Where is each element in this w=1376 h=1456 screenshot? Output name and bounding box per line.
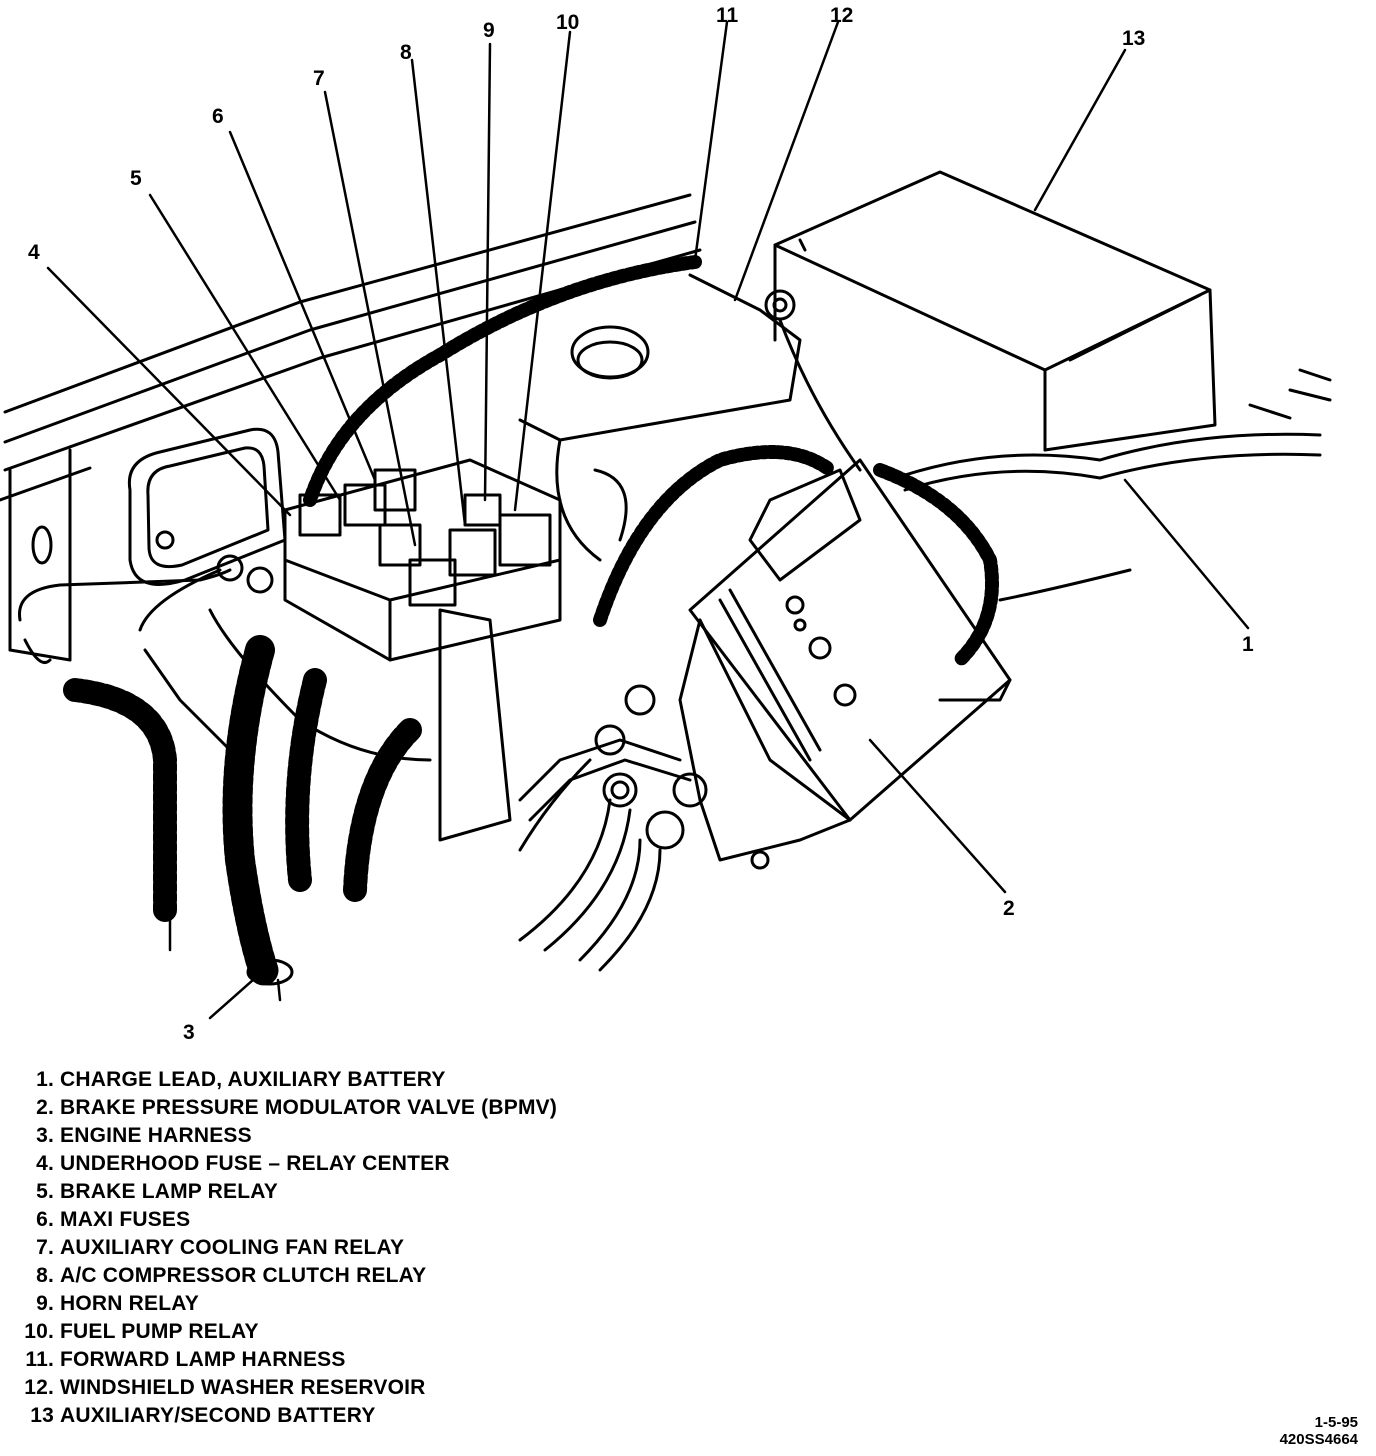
- legend-text: A/C COMPRESSOR CLUTCH RELAY: [60, 1264, 427, 1287]
- callout-6: 6: [212, 105, 224, 128]
- legend-item: 9. HORN RELAY: [12, 1290, 812, 1318]
- legend-text: CHARGE LEAD, AUXILIARY BATTERY: [60, 1068, 446, 1091]
- legend-item: 5. BRAKE LAMP RELAY: [12, 1178, 812, 1206]
- legend-text: BRAKE LAMP RELAY: [60, 1180, 278, 1203]
- forward-lamp-harness: [303, 255, 702, 507]
- legend-text: BRAKE PRESSURE MODULATOR VALVE (BPMV): [60, 1096, 558, 1119]
- legend-text: WINDSHIELD WASHER RESERVOIR: [60, 1376, 426, 1399]
- legend-text: AUXILIARY/SECOND BATTERY: [60, 1404, 376, 1427]
- engine-compartment-illustration: [0, 20, 1332, 1020]
- leader-lines: [46, 20, 1250, 1020]
- callout-13: 13: [1122, 27, 1146, 50]
- charge-lead: [778, 318, 1322, 602]
- legend-num: 12.: [24, 1376, 54, 1399]
- callout-7: 7: [313, 67, 325, 90]
- legend-item: 11. FORWARD LAMP HARNESS: [12, 1346, 812, 1374]
- legend-num: 7.: [36, 1236, 54, 1259]
- legend-num: 6.: [36, 1208, 54, 1231]
- engine-harness: [222, 635, 280, 990]
- washer-reservoir: [518, 273, 802, 562]
- legend-item: 8. A/C COMPRESSOR CLUTCH RELAY: [12, 1262, 812, 1290]
- callout-2: 2: [1003, 897, 1015, 920]
- legend-text: UNDERHOOD FUSE – RELAY CENTER: [60, 1152, 450, 1175]
- legend-item: 1. CHARGE LEAD, AUXILIARY BATTERY: [12, 1066, 812, 1094]
- legend-num: 5.: [36, 1180, 54, 1203]
- legend-text: FUEL PUMP RELAY: [60, 1320, 259, 1343]
- fuse-relay-center: [283, 458, 562, 842]
- callout-10: 10: [556, 11, 580, 34]
- legend-num: 4.: [36, 1152, 54, 1175]
- legend-text: HORN RELAY: [60, 1292, 199, 1315]
- legend-num: 2.: [36, 1096, 54, 1119]
- legend-num: 8.: [36, 1264, 54, 1287]
- auxiliary-battery: [773, 170, 1332, 452]
- callout-5: 5: [130, 167, 142, 190]
- legend-text: MAXI FUSES: [60, 1208, 191, 1231]
- legend-item: 12. WINDSHIELD WASHER RESERVOIR: [12, 1374, 812, 1402]
- legend-item: 4. UNDERHOOD FUSE – RELAY CENTER: [12, 1150, 812, 1178]
- legend-item: 3. ENGINE HARNESS: [12, 1122, 812, 1150]
- legend-num: 1.: [36, 1068, 54, 1091]
- callout-12: 12: [830, 4, 854, 27]
- legend-item: 6. MAXI FUSES: [12, 1206, 812, 1234]
- figure-id: 1-5-95 420SS4664: [1280, 1414, 1358, 1448]
- figure-code: 420SS4664: [1279, 1431, 1358, 1448]
- bpmv: [594, 458, 1012, 870]
- legend-text: FORWARD LAMP HARNESS: [60, 1348, 346, 1371]
- legend-item: 10. FUEL PUMP RELAY: [12, 1318, 812, 1346]
- callout-3: 3: [183, 1021, 195, 1044]
- callout-11: 11: [716, 4, 739, 27]
- legend-num: 9.: [36, 1292, 54, 1315]
- callout-9: 9: [483, 19, 495, 42]
- callout-1: 1: [1242, 633, 1254, 656]
- legend-num: 10.: [24, 1320, 54, 1343]
- legend-item: 7. AUXILIARY COOLING FAN RELAY: [12, 1234, 812, 1262]
- brake-lines: [518, 738, 692, 972]
- legend-num: 3.: [36, 1124, 54, 1147]
- legend-item: 2. BRAKE PRESSURE MODULATOR VALVE (BPMV): [12, 1094, 812, 1122]
- legend: 1. CHARGE LEAD, AUXILIARY BATTERY 2. BRAKE…: [12, 1066, 812, 1430]
- callout-4: 4: [28, 241, 40, 264]
- legend-text: ENGINE HARNESS: [60, 1124, 252, 1147]
- legend-item: 13 AUXILIARY/SECOND BATTERY: [12, 1402, 812, 1430]
- callout-8: 8: [400, 41, 412, 64]
- figure-date: 1-5-95: [1314, 1414, 1358, 1431]
- legend-num: 13: [30, 1404, 54, 1427]
- legend-num: 11.: [25, 1348, 54, 1371]
- legend-text: AUXILIARY COOLING FAN RELAY: [60, 1236, 405, 1259]
